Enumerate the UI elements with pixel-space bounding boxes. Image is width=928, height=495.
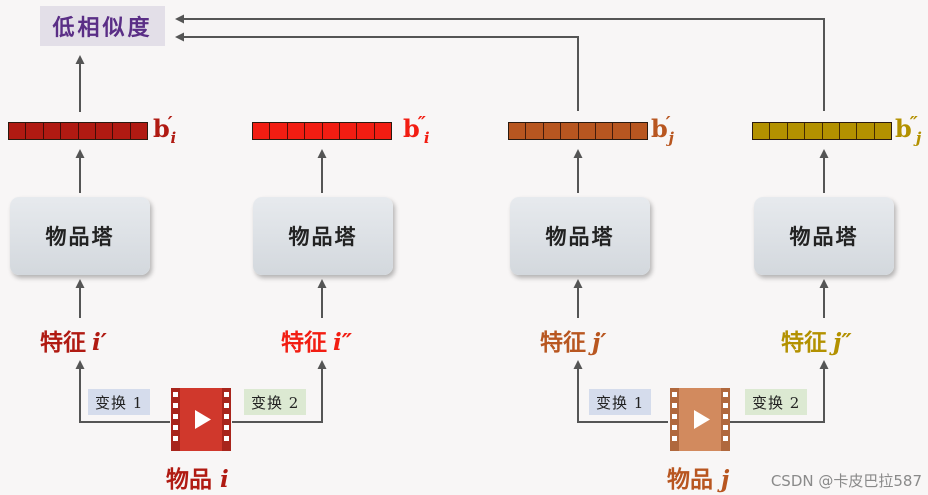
vector-b-j-prime [508,122,648,140]
vector-cell [79,123,96,139]
vector-prime: ′ [167,113,173,134]
vector-cell [323,123,340,139]
vector-cell [840,123,858,139]
vector-cell [857,123,875,139]
item-tower-3: 物品塔 [510,197,650,275]
feature-text: 特征 [781,329,827,356]
vector-label-b-j-double-prime: b″j [895,113,921,147]
vector-sub: j [915,129,922,147]
low-similarity-label: 低相似度 [40,6,165,46]
item-text: 物品 [166,466,212,493]
vector-cell [631,123,647,139]
transform-1-label-j: 变换 1 [589,389,652,415]
watermark: CSDN @卡皮巴拉587 [770,472,922,490]
item-var: j [721,466,730,493]
transform-2-label-i: 变换 2 [244,389,307,415]
vector-cell [875,123,891,139]
vector-cell [788,123,806,139]
item-tower-1: 物品塔 [10,197,150,275]
vector-cell [561,123,579,139]
feature-var: j″ [833,329,852,356]
vector-base: b [895,114,912,143]
vector-cell [509,123,527,139]
feature-text: 特征 [281,329,327,356]
feature-text: 特征 [540,329,586,356]
vector-cell [823,123,840,139]
vector-cell [357,123,375,139]
vector-prime: ″ [417,113,426,134]
arrow-item-j-to-feat4 [730,360,829,423]
item-label-i: 物品 i [166,460,229,494]
item-text: 物品 [667,466,713,493]
vector-cell [131,123,147,139]
vector-base: b [651,114,668,143]
vector-cell [253,123,271,139]
vector-base: b [153,114,170,143]
vector-sub: i [423,129,430,147]
arrow-item-i-to-feat1 [75,360,170,423]
item-label-j: 物品 j [667,460,729,494]
video-film-icon [171,388,231,451]
transform-1-label-i: 变换 1 [88,389,151,415]
vector-b-i-prime [8,122,148,140]
vector-prime: ″ [909,113,918,134]
vector-cell [805,123,823,139]
feature-var: j′ [592,329,607,356]
vector-sub: i [170,129,177,147]
vector-sub: j [668,129,674,147]
item-tower-4: 物品塔 [754,197,894,275]
vector-cell [44,123,62,139]
vector-cell [305,123,323,139]
vector-cell [340,123,358,139]
vector-cell [26,123,44,139]
vector-cell [613,123,631,139]
vector-cell [9,123,27,139]
vector-cell [288,123,306,139]
video-film-icon [670,388,730,451]
vector-cell [113,123,131,139]
vector-prime: ′ [665,113,671,134]
transform-2-label-j: 变换 2 [745,389,808,415]
vector-cell [375,123,391,139]
item-tower-2: 物品塔 [253,197,393,275]
vector-cell [770,123,788,139]
vector-cell [544,123,562,139]
vector-cell [526,123,544,139]
vector-cell [270,123,288,139]
vector-label-b-j-prime: b′j [651,113,674,147]
arrow-item-i-to-feat2 [232,360,327,423]
arrow-bj2-to-similarity [175,14,825,111]
vector-cell [596,123,614,139]
feature-var: i″ [333,329,353,356]
vector-b-i-double-prime [252,122,392,140]
vector-cell [61,123,79,139]
vector-cell [96,123,114,139]
vector-b-j-double-prime [752,122,892,140]
arrow-bj1-to-similarity [175,32,579,111]
vector-label-b-i-prime: b′i [153,113,176,147]
vector-cell [579,123,596,139]
item-var: i [220,466,229,493]
arrow-item-j-to-feat3 [573,360,668,423]
feature-text: 特征 [40,329,86,356]
feature-var: i′ [92,329,107,356]
vector-cell [753,123,771,139]
vector-label-b-i-double-prime: b″i [403,113,430,147]
vector-base: b [403,114,420,143]
